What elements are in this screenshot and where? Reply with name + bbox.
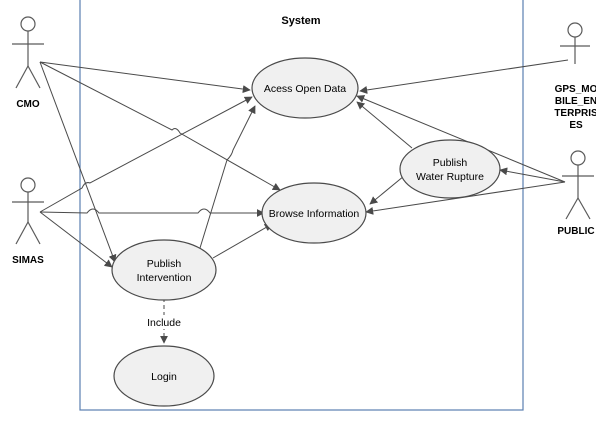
- use-case-publish-intervention[interactable]: Publish Intervention: [111, 239, 217, 301]
- actor-figure-icon: [562, 150, 594, 220]
- use-case-login[interactable]: Login: [113, 345, 215, 407]
- actor-gps-mobile-enterprises[interactable]: GPS_MO BILE_EN TERPRIS ES: [554, 22, 596, 131]
- use-case-label-line1: Publish: [147, 258, 182, 270]
- use-case-label-line2: Intervention: [137, 272, 192, 284]
- use-case-access-open-data[interactable]: Acess Open Data: [251, 57, 359, 119]
- use-case-browse-information[interactable]: Browse Information: [261, 182, 367, 244]
- use-case-label: Acess Open Data: [264, 83, 346, 95]
- include-label-bg: [142, 315, 186, 329]
- use-case-label-line2: Water Rupture: [416, 171, 484, 183]
- edge-intervention-open-data: [199, 105, 256, 249]
- system-boundary: [79, 0, 524, 411]
- actor-label-line4: ES: [569, 120, 583, 131]
- actor-public[interactable]: PUBLIC: [557, 150, 595, 237]
- actor-label-line2: BILE_EN: [555, 96, 596, 107]
- actor-figure-icon: [12, 16, 44, 89]
- edge-public-open-data: [356, 95, 566, 183]
- actor-label: CMO: [16, 99, 40, 110]
- edge-cmo-open-data: [39, 61, 251, 94]
- actor-simas[interactable]: SIMAS: [12, 177, 44, 266]
- edge-cmo-browse: [39, 61, 281, 191]
- use-case-label: Browse Information: [269, 208, 360, 220]
- edge-simas-open-data: [39, 96, 253, 213]
- edge-simas-intervention: [39, 211, 113, 268]
- edge-cmo-intervention: [39, 61, 117, 263]
- actor-cmo[interactable]: CMO: [12, 16, 44, 110]
- actor-label-line3: TERPRIS: [554, 108, 596, 119]
- edge-simas-browse: [39, 208, 265, 217]
- actor-label-line1: GPS_MO: [555, 84, 596, 95]
- include-label: Include: [147, 317, 181, 329]
- edge-water-rupture-browse: [369, 175, 405, 205]
- edge-gps-open-data: [359, 59, 569, 94]
- actor-figure-icon: [12, 177, 44, 245]
- use-case-label: Login: [151, 371, 177, 383]
- edge-water-rupture-open-data: [356, 101, 413, 149]
- use-case-publish-water-rupture[interactable]: Publish Water Rupture: [399, 139, 501, 199]
- actor-figure-icon: [560, 22, 590, 64]
- actor-label: SIMAS: [12, 255, 44, 266]
- system-title: System: [281, 15, 320, 27]
- actor-label: PUBLIC: [557, 226, 594, 237]
- edge-public-water-rupture: [499, 167, 566, 183]
- use-case-label-line1: Publish: [433, 157, 468, 169]
- edge-intervention-browse: [212, 223, 273, 259]
